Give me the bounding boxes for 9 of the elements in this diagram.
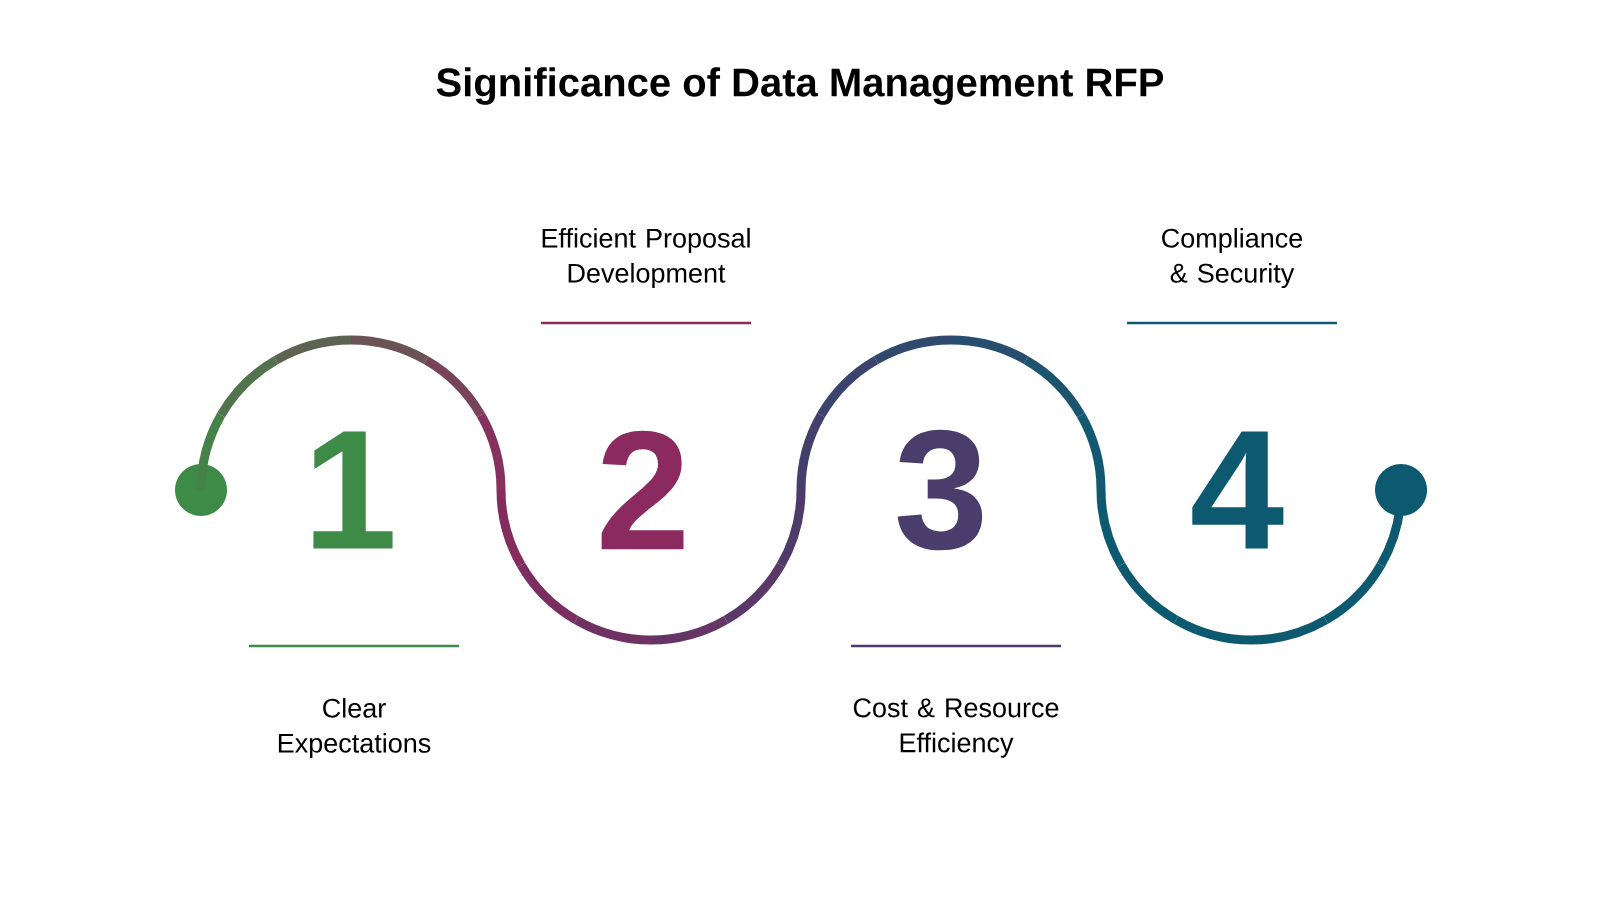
step-label: Efficient Proposal Development <box>542 227 750 289</box>
step-number: 4 <box>1192 431 1284 549</box>
step-number: 1 <box>313 431 393 549</box>
step-label: Cost & Resource Efficiency <box>853 698 1059 758</box>
step-label: Compliance & Security <box>1162 227 1303 289</box>
step-number: 2 <box>601 430 684 550</box>
step-label: Clear Expectations <box>278 697 431 759</box>
step-number: 3 <box>897 429 983 551</box>
title: Significance of Data Management RFP <box>436 67 1164 105</box>
